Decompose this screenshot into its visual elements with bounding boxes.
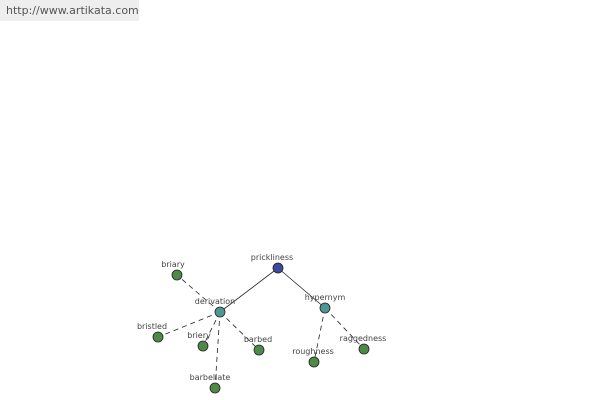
node-circle-barbellate[interactable]	[209, 382, 221, 394]
node-hypernym[interactable]: hypernym	[305, 293, 346, 314]
edge-prickliness-derivation	[219, 267, 279, 313]
node-label-raggedness[interactable]: raggedness	[340, 334, 387, 343]
node-derivation[interactable]: derivation	[195, 297, 235, 318]
node-barbed[interactable]: barbed	[244, 335, 272, 356]
node-circle-roughness[interactable]	[308, 356, 320, 368]
edge-derivation-briary	[176, 274, 221, 313]
node-label-barbed[interactable]: barbed	[244, 335, 272, 344]
node-roughness[interactable]: roughness	[292, 347, 334, 368]
node-barbellate[interactable]: barbellate	[190, 373, 231, 394]
node-label-briery[interactable]: briery	[187, 331, 211, 340]
node-briery[interactable]: briery	[187, 331, 211, 352]
edge-derivation-barbellate	[214, 311, 221, 389]
edge-hypernym-roughness	[313, 307, 326, 363]
url-text[interactable]: http://www.artikata.com	[6, 4, 139, 17]
edge-derivation-briery	[202, 311, 221, 347]
node-circle-raggedness[interactable]	[358, 343, 370, 355]
node-circle-bristled[interactable]	[152, 331, 164, 343]
edge-hypernym-raggedness	[324, 307, 365, 350]
node-prickliness[interactable]: prickliness	[251, 253, 293, 274]
node-label-briary[interactable]: briary	[161, 260, 185, 269]
node-label-derivation[interactable]: derivation	[195, 297, 235, 306]
edge-prickliness-hypernym	[277, 267, 326, 309]
node-label-barbellate[interactable]: barbellate	[190, 373, 231, 382]
edge-derivation-barbed	[219, 311, 260, 351]
node-label-bristled[interactable]: bristled	[137, 322, 167, 331]
node-label-roughness[interactable]: roughness	[292, 347, 334, 356]
node-label-prickliness[interactable]: prickliness	[251, 253, 293, 262]
node-briary[interactable]: briary	[161, 260, 185, 281]
node-circle-briary[interactable]	[171, 269, 183, 281]
node-label-hypernym[interactable]: hypernym	[305, 293, 346, 302]
node-circle-briery[interactable]	[197, 340, 209, 352]
node-circle-hypernym[interactable]	[319, 302, 331, 314]
edge-derivation-bristled	[157, 311, 221, 338]
graph-edges	[157, 267, 365, 389]
graph-nodes: prickliness derivation hypernym briary brist…	[137, 253, 387, 394]
node-raggedness[interactable]: raggedness	[340, 334, 387, 355]
node-circle-derivation[interactable]	[214, 306, 226, 318]
node-circle-prickliness[interactable]	[272, 262, 284, 274]
node-circle-barbed[interactable]	[253, 344, 265, 356]
node-bristled[interactable]: bristled	[137, 322, 167, 343]
url-banner[interactable]: http://www.artikata.com	[0, 0, 139, 21]
